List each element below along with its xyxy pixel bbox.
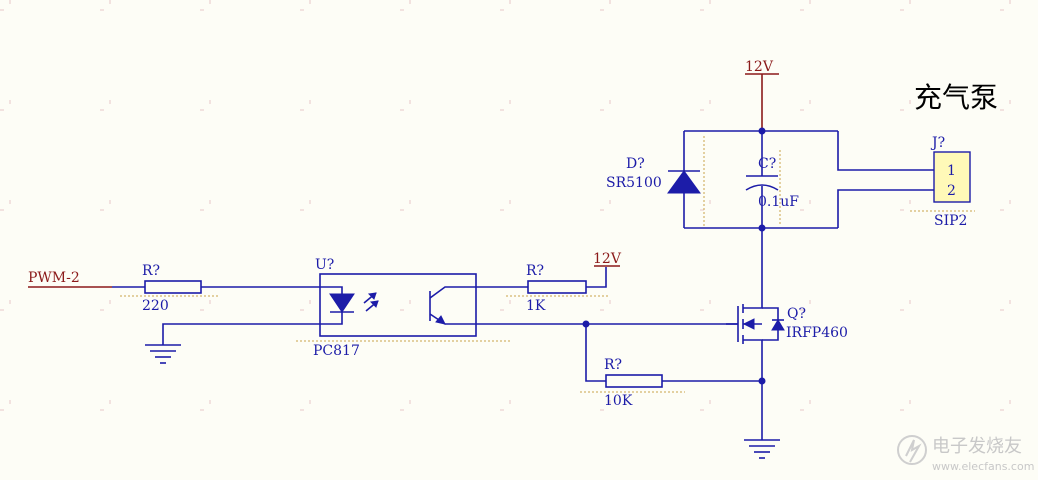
connector-sip2: J? 1 2 SIP2: [910, 135, 975, 229]
watermark-url: www.elecfans.com: [932, 460, 1034, 473]
optocoupler-designator: U?: [315, 257, 334, 273]
r-pull-designator: R?: [526, 263, 544, 279]
connector-body: [933, 151, 971, 203]
connector-pin-1: 1: [947, 163, 956, 179]
resistor-r-in: R? 220: [120, 263, 320, 314]
vcc-top-label: 12V: [745, 59, 774, 75]
r-in-value: 220: [142, 298, 169, 314]
vcc-opto-label: 12V: [593, 251, 622, 267]
mosfet-designator: Q?: [787, 306, 806, 322]
ground-right: [744, 381, 780, 459]
diode-sr5100: D? SR5100: [606, 156, 701, 194]
title: 充气泵: [914, 81, 998, 114]
r-gate-designator: R?: [604, 357, 622, 373]
connector-designator: J?: [930, 135, 945, 151]
capacitor-designator: C?: [758, 156, 776, 172]
resistor-r-gate: R? 10K: [580, 324, 766, 409]
watermark-cn: 电子发烧友: [932, 436, 1022, 457]
mosfet-part: IRFP460: [786, 325, 848, 341]
r-pull-value: 1K: [526, 298, 546, 314]
capacitor-value: 0.1uF: [758, 194, 799, 210]
mosfet-irfp460: Q? IRFP460: [726, 228, 848, 381]
pwm-net-label: PWM-2: [28, 270, 80, 286]
r-gate-value: 10K: [604, 393, 633, 409]
optocoupler-pc817: U? PC817: [296, 257, 510, 359]
r-in-designator: R?: [142, 263, 160, 279]
resistor-r-pull: R? 1K: [476, 263, 610, 314]
connector-part: SIP2: [934, 213, 967, 229]
diode-designator: D?: [626, 156, 645, 172]
ground-left: [145, 323, 320, 364]
watermark: 电子发烧友 www.elecfans.com: [897, 435, 1034, 473]
vcc-symbol-opto: 12V: [593, 251, 622, 267]
vcc-symbol-top: 12V: [745, 59, 779, 130]
watermark-logo-icon: [897, 435, 927, 465]
connector-pin-2: 2: [947, 183, 956, 199]
diode-part: SR5100: [606, 175, 662, 191]
capacitor-c: C? 0.1uF: [745, 131, 799, 228]
pwm-input: PWM-2: [28, 270, 145, 288]
optocoupler-part: PC817: [313, 343, 360, 359]
